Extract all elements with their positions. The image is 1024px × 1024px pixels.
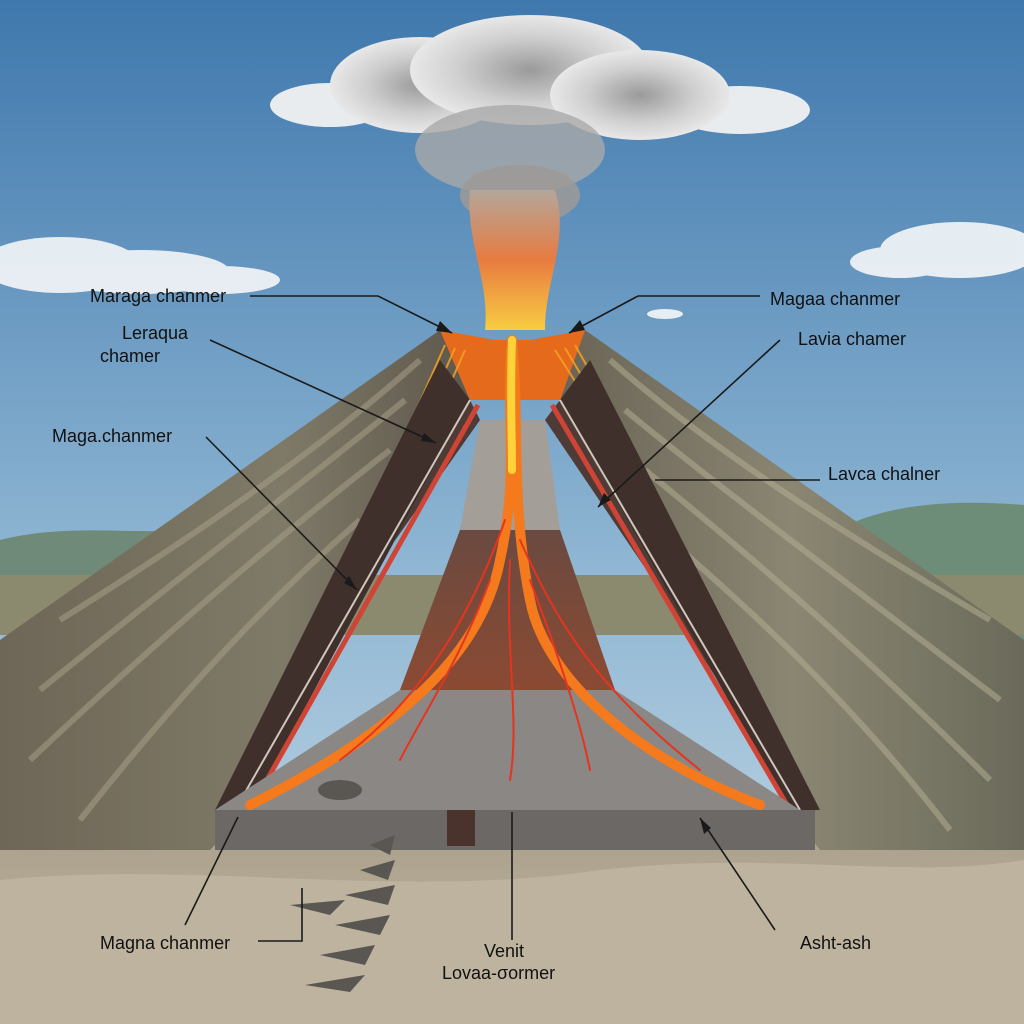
label-bottom-right: Asht-ash — [800, 933, 872, 953]
label-top-right: Magaa chanmer — [770, 289, 901, 309]
label-left-two-line-2: chamer — [100, 346, 161, 366]
label-right-mid: Lavca chalner — [828, 464, 941, 484]
label-bottom-center-2: Lovaa-σormer — [442, 963, 556, 983]
ash-fragments — [290, 780, 395, 992]
label-right-upper: Lavia chamer — [798, 329, 907, 349]
chamber-floor — [215, 690, 800, 810]
cutaway-left-wall — [215, 400, 480, 810]
eruption-plume — [469, 190, 560, 330]
leader-lines — [184, 295, 820, 942]
volcano-right-slope — [560, 330, 1024, 850]
label-left-two-line-1: Leraqua — [122, 323, 189, 343]
vent-pipe — [447, 810, 475, 846]
lava-flow — [245, 335, 765, 810]
label-bottom-left: Magna chanmer — [100, 933, 231, 953]
label-left-mid: Maga.chanmer — [52, 426, 173, 446]
label-bottom-center-1: Venit — [484, 941, 525, 961]
volcano-left-slope — [0, 330, 470, 850]
cloud — [0, 222, 1024, 319]
label-top-left: Maraga chanmer — [90, 286, 227, 306]
